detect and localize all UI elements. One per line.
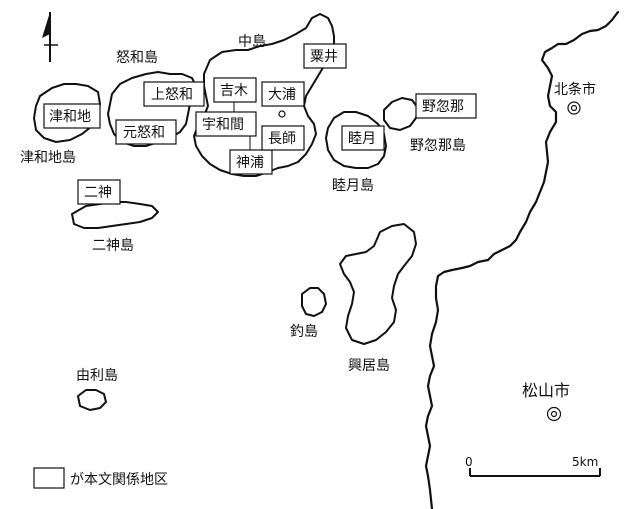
district-yoshiki: 吉木 xyxy=(213,77,257,103)
district-label-nogutsuna: 野忽那 xyxy=(422,99,464,115)
legend-text: が本文関係地区 xyxy=(70,472,168,488)
gogoshima-island-shape xyxy=(339,223,417,345)
scale-end-label: 5km xyxy=(572,455,598,469)
district-futagami: 二神 xyxy=(77,179,121,205)
district-kaminuwa: 上怒和 xyxy=(143,81,205,107)
legend-box-swatch xyxy=(33,467,65,489)
district-tsuwaji: 津和地 xyxy=(43,103,101,129)
island-label-yurijima: 由利島 xyxy=(76,368,118,384)
island-label-tsurishima: 釣島 xyxy=(290,324,318,340)
ooura-location-marker xyxy=(278,110,286,118)
district-label-nagashi: 長師 xyxy=(268,131,296,147)
district-label-yoshiki: 吉木 xyxy=(220,83,248,99)
district-motonuwa: 元怒和 xyxy=(115,119,177,145)
city-marker-matsuyama-icon xyxy=(546,406,562,422)
city-label-hojo: 北条市 xyxy=(554,81,596,98)
scale-start-label: 0 xyxy=(465,455,473,469)
district-kannoura: 神浦 xyxy=(229,149,273,175)
tsurishima-island-shape xyxy=(301,287,327,317)
district-label-kannoura: 神浦 xyxy=(236,155,264,171)
island-label-nakajima: 中島 xyxy=(238,34,266,50)
district-ooura: 大浦 xyxy=(261,81,305,107)
island-label-nuwa: 怒和島 xyxy=(116,50,158,66)
district-label-ooura: 大浦 xyxy=(268,87,296,103)
city-marker-hojo-icon xyxy=(567,101,581,115)
city-label-matsuyama: 松山市 xyxy=(522,381,570,400)
district-nagashi: 長師 xyxy=(261,125,305,151)
island-label-futagami: 二神島 xyxy=(92,238,134,254)
district-label-futagami: 二神 xyxy=(84,185,112,201)
district-label-motonuwa: 元怒和 xyxy=(123,125,165,141)
island-label-nogutsuna: 野忽那島 xyxy=(410,138,466,154)
legend: が本文関係地区 xyxy=(33,467,168,489)
district-label-uwama: 宇和間 xyxy=(202,117,244,133)
district-label-mutsuki: 睦月 xyxy=(348,131,376,147)
yurijima-island-shape xyxy=(77,389,107,411)
island-label-tsuwaji: 津和地島 xyxy=(20,150,76,166)
district-label-kaminuwa: 上怒和 xyxy=(151,87,193,103)
district-label-kurii: 粟井 xyxy=(310,49,338,65)
futagami-island-shape xyxy=(71,201,159,229)
mainland-coastline xyxy=(424,10,620,509)
district-mutsuki: 睦月 xyxy=(341,125,385,151)
scale-bar: 0 5km xyxy=(465,455,601,477)
district-uwama: 宇和間 xyxy=(195,111,257,137)
north-arrow-icon xyxy=(42,12,58,62)
district-label-tsuwaji: 津和地 xyxy=(49,109,91,125)
island-label-gogoshima: 興居島 xyxy=(348,358,390,374)
district-kurii: 粟井 xyxy=(303,43,347,69)
island-label-mutsuki: 睦月島 xyxy=(332,178,374,194)
nogutsuna-island-shape xyxy=(383,97,419,131)
district-nogutsuna: 野忽那 xyxy=(415,93,477,119)
